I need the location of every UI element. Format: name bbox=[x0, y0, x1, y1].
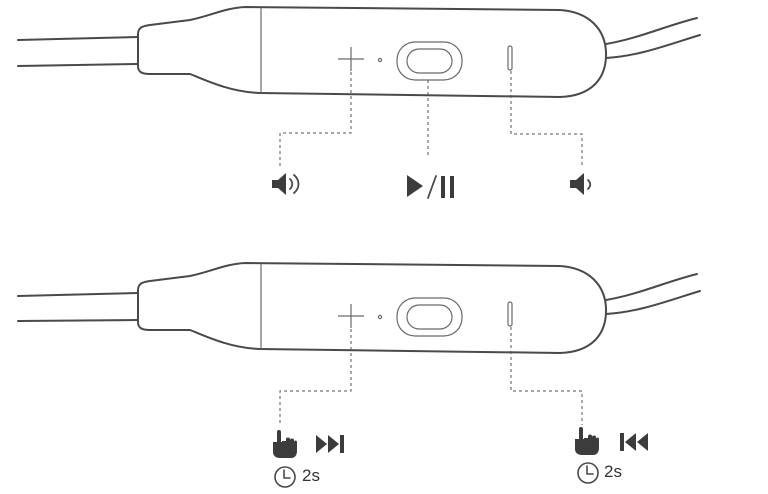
center-button-outer bbox=[396, 41, 463, 81]
center-button-inner bbox=[406, 48, 453, 74]
next-track-icon bbox=[316, 435, 344, 453]
right-cable bbox=[605, 17, 701, 59]
center-button-inner bbox=[406, 304, 453, 330]
leader-plus bbox=[279, 329, 352, 425]
indicator-dot bbox=[377, 314, 383, 320]
leader-minus bbox=[510, 327, 583, 425]
remote-body bbox=[137, 6, 608, 98]
hold-duration-label: 2s bbox=[604, 462, 622, 481]
hand-press-icon bbox=[575, 427, 599, 455]
volume-up-icon bbox=[272, 173, 300, 195]
clock-icon bbox=[577, 462, 599, 484]
clock-icon bbox=[274, 466, 296, 488]
remote-panel-press bbox=[17, 6, 701, 199]
volume-down-icon bbox=[570, 173, 592, 195]
play-pause-icon bbox=[407, 175, 454, 199]
right-cable bbox=[605, 273, 701, 315]
indicator-dot bbox=[377, 57, 383, 63]
remote-panel-long-press bbox=[17, 262, 701, 488]
remote-body bbox=[137, 262, 608, 354]
minus-button bbox=[507, 45, 513, 71]
hand-press-icon bbox=[273, 430, 297, 458]
plus-button bbox=[338, 47, 364, 71]
center-button-outer bbox=[396, 297, 463, 337]
previous-track-icon bbox=[620, 433, 648, 451]
minus-button bbox=[507, 301, 513, 327]
left-cable bbox=[17, 292, 139, 322]
left-cable bbox=[17, 36, 139, 67]
leader-plus bbox=[279, 72, 352, 168]
leader-minus bbox=[510, 71, 583, 166]
hold-duration-label: 2s bbox=[302, 466, 320, 485]
plus-button bbox=[338, 304, 364, 328]
